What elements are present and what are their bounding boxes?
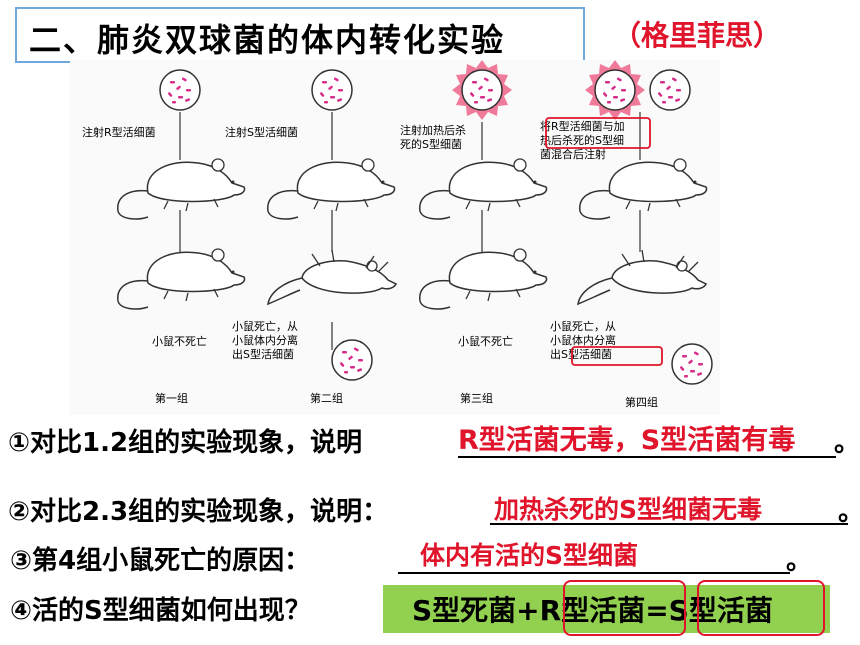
question-1-period: 。 bbox=[834, 428, 860, 458]
question-3-answer: 体内有活的S型细菌 bbox=[420, 541, 639, 570]
group2-outcome: 小鼠死亡，从 小鼠体内分离 出S型活细菌 bbox=[232, 319, 302, 361]
question-1-answer: R型活菌无毒，S型活菌有毒 bbox=[458, 425, 796, 456]
slide-subtitle: （格里菲思） bbox=[613, 19, 782, 52]
group4-injection: 将R型活细菌与加 热后杀死的S型细 菌混合后注射 bbox=[540, 119, 628, 161]
group2-injection: 注射S型活细菌 bbox=[225, 125, 298, 139]
group1-label: 第一组 bbox=[155, 391, 188, 405]
s-live-highlight bbox=[697, 580, 825, 636]
question-2-answer: 加热杀死的S型细菌无毒 bbox=[494, 495, 763, 524]
answer-box bbox=[383, 585, 830, 633]
question-2-prompt: ②对比2.3组的实验现象，说明： bbox=[8, 497, 389, 527]
group1-injection: 注射R型活细菌 bbox=[82, 125, 156, 139]
group3-label: 第三组 bbox=[460, 391, 493, 405]
group4-outcome-highlight bbox=[571, 346, 663, 366]
question-4-prompt: ④活的S型细菌如何出现？ bbox=[10, 596, 311, 626]
slide-title: 二、肺炎双球菌的体内转化实验 bbox=[29, 21, 506, 59]
group3-injection: 注射加热后杀 死的S型细菌 bbox=[400, 123, 470, 151]
group4-outcome: 小鼠死亡，从 小鼠体内分离 出S型活细菌 bbox=[550, 319, 620, 361]
question-1-blank bbox=[458, 456, 836, 458]
question-1-prompt: ①对比1.2组的实验现象，说明 bbox=[8, 428, 363, 458]
question-4-answer: S型死菌+R型活菌=S型活菌 bbox=[412, 594, 773, 627]
title-box: 二、肺炎双球菌的体内转化实验 bbox=[15, 7, 585, 63]
question-2-period: 。 bbox=[838, 491, 860, 528]
question-3-blank bbox=[398, 572, 790, 574]
group2-label: 第二组 bbox=[310, 391, 343, 405]
r-live-highlight bbox=[563, 580, 686, 636]
question-3-period: 。 bbox=[786, 546, 813, 576]
group3-outcome: 小鼠不死亡 bbox=[458, 334, 513, 348]
group4-label: 第四组 bbox=[625, 395, 658, 409]
group4-injection-highlight bbox=[545, 117, 651, 149]
experiment-figure: 注射R型活细菌 小鼠不死亡 第一组 注射S型活细菌 小鼠死亡，从 小鼠体内分离 … bbox=[70, 60, 720, 415]
question-2-blank bbox=[490, 523, 848, 525]
group1-outcome: 小鼠不死亡 bbox=[152, 334, 207, 348]
question-3-prompt: ③第4组小鼠死亡的原因： bbox=[10, 546, 311, 576]
